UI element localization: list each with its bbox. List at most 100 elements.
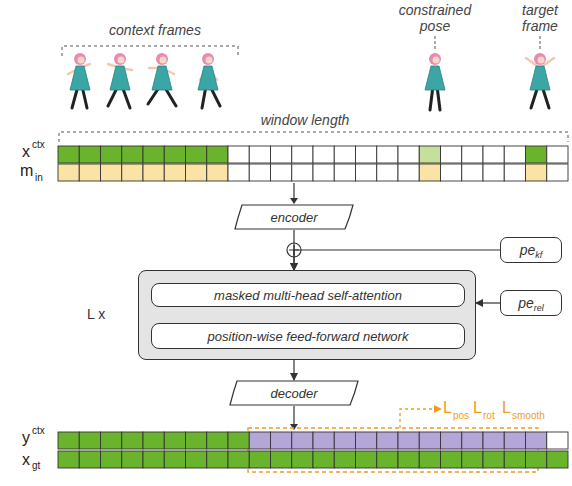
attention-layer: masked multi-head self-attention xyxy=(151,283,465,307)
frame-cell xyxy=(271,451,292,468)
frame-cell xyxy=(249,432,270,449)
frame-cell xyxy=(398,164,419,181)
frame-cell xyxy=(249,451,270,468)
frame-cell xyxy=(377,164,398,181)
frame-cell xyxy=(101,146,122,163)
frame-cell xyxy=(292,146,313,163)
label: L xyxy=(443,399,452,417)
frame-cell xyxy=(356,451,377,468)
frame-cell xyxy=(356,432,377,449)
frame-cell xyxy=(313,146,334,163)
node-text: decoder xyxy=(271,386,318,401)
label: rot xyxy=(483,410,495,422)
frame-cell xyxy=(79,432,100,449)
frame-cell xyxy=(441,146,462,163)
pose-figure xyxy=(425,53,445,110)
frame-cell xyxy=(292,451,313,468)
label: smooth xyxy=(512,410,545,422)
frame-cell xyxy=(334,146,355,163)
frame-cell xyxy=(377,451,398,468)
label: pos xyxy=(453,410,469,422)
label: context frames xyxy=(95,22,215,38)
node-text: position-wise feed-forward network xyxy=(208,329,409,344)
frame-cell xyxy=(462,451,483,468)
decoder-block: decoder xyxy=(229,380,359,406)
label: x xyxy=(22,143,30,161)
frame-cell xyxy=(249,164,270,181)
label: m xyxy=(20,162,33,180)
frame-cell xyxy=(483,164,504,181)
frame-cell xyxy=(58,164,79,181)
frame-cell xyxy=(334,451,355,468)
frame-cell xyxy=(186,432,207,449)
leader-line xyxy=(540,36,541,50)
flow-arrow xyxy=(293,183,294,200)
frame-cell xyxy=(271,164,292,181)
frame-cell xyxy=(547,432,568,449)
frame-cell xyxy=(164,164,185,181)
frame-cell xyxy=(58,146,79,163)
frame-cell xyxy=(547,146,568,163)
frame-cell xyxy=(101,164,122,181)
frame-cell xyxy=(122,432,143,449)
frame-cell xyxy=(462,164,483,181)
label: L xyxy=(473,399,482,417)
leader-line xyxy=(435,36,436,50)
frame-cell xyxy=(207,146,228,163)
frame-cell xyxy=(101,451,122,468)
frame-cell xyxy=(143,164,164,181)
arrowhead xyxy=(290,198,298,204)
leader-line xyxy=(400,409,436,428)
loss-region xyxy=(248,428,538,472)
label: x xyxy=(22,451,30,469)
frame-cell xyxy=(313,164,334,181)
frame-cell xyxy=(462,146,483,163)
node-text: pe xyxy=(520,242,536,258)
frame-cell xyxy=(398,146,419,163)
frame-cell xyxy=(292,432,313,449)
arrowhead xyxy=(290,424,298,430)
pose-figure xyxy=(526,53,554,108)
frame-cell xyxy=(186,451,207,468)
frame-cell xyxy=(483,146,504,163)
frame-cell xyxy=(398,432,419,449)
frame-cell xyxy=(292,164,313,181)
frame-cell xyxy=(377,146,398,163)
frame-cell xyxy=(504,432,525,449)
connector xyxy=(476,302,500,303)
frame-cell xyxy=(249,146,270,163)
frame-cell xyxy=(419,432,440,449)
node-text: pe xyxy=(518,295,534,311)
frame-cell xyxy=(441,432,462,449)
connector xyxy=(294,250,500,270)
label: ctx xyxy=(32,139,45,151)
frame-cell xyxy=(547,451,568,468)
bracket xyxy=(59,132,568,142)
connector xyxy=(293,360,294,380)
frame-cell xyxy=(271,432,292,449)
frame-cell xyxy=(79,164,100,181)
node-text: rel xyxy=(534,303,544,313)
frame-cell xyxy=(526,451,547,468)
frame-cell xyxy=(164,432,185,449)
frame-cell xyxy=(356,164,377,181)
frame-cell xyxy=(547,164,568,181)
label: y xyxy=(22,429,30,447)
label: target frame xyxy=(505,2,572,34)
frame-cell xyxy=(58,451,79,468)
frame-cell xyxy=(143,432,164,449)
frame-cell xyxy=(207,432,228,449)
frame-cell xyxy=(441,451,462,468)
pose-figure xyxy=(148,53,176,106)
frame-cell xyxy=(441,164,462,181)
frame-cell xyxy=(186,146,207,163)
frame-cell xyxy=(377,432,398,449)
embedding-box: perel xyxy=(500,290,562,316)
frame-cell xyxy=(143,451,164,468)
frame-cell xyxy=(419,146,440,163)
frame-cell xyxy=(398,451,419,468)
node-text: encoder xyxy=(271,210,318,225)
frame-cell xyxy=(504,164,525,181)
encoder-block: encoder xyxy=(234,204,354,230)
frame-cell xyxy=(186,164,207,181)
